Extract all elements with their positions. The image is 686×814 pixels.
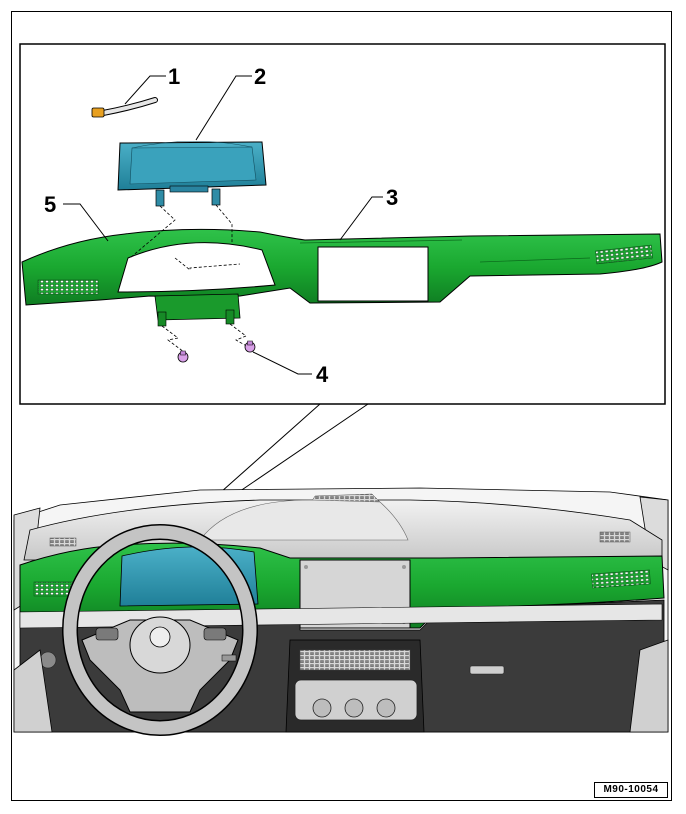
assembly-guide-lines <box>129 204 251 353</box>
outer-frame <box>11 11 672 801</box>
screws <box>177 340 256 363</box>
instrument-cluster <box>117 140 267 207</box>
callout-1: 1 <box>168 64 180 89</box>
callout-leaders <box>63 75 383 375</box>
callout-4: 4 <box>316 362 329 387</box>
steering-wheel <box>62 524 258 736</box>
detail-box <box>19 43 666 405</box>
callout-2: 2 <box>254 64 266 89</box>
vehicle-dashboard-view <box>13 487 669 736</box>
callout-3: 3 <box>386 185 398 210</box>
figure-reference-code: M90-10054 <box>594 782 668 798</box>
cable-connector <box>91 97 158 118</box>
callout-5: 5 <box>44 192 56 217</box>
